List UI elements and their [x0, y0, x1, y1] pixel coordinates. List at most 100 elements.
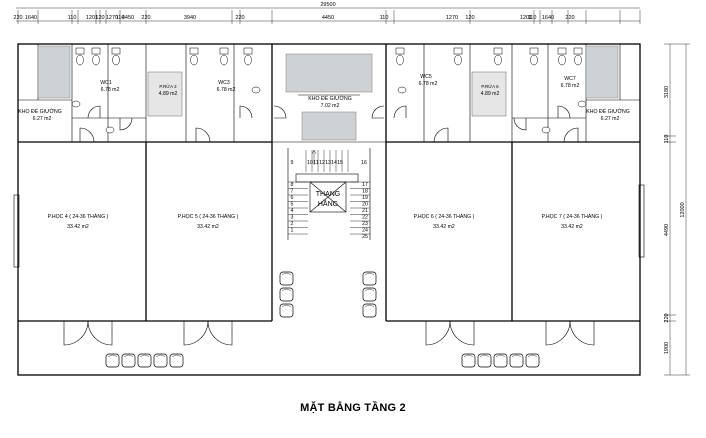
stair-step-number: 20 [362, 202, 368, 208]
room-class7-name: P.HỌC 7 ( 24-36 THÁNG ) [542, 213, 603, 220]
room-wc3-area: 6.78 m2 [217, 87, 236, 93]
top-dim-label: 1201 [86, 15, 98, 21]
toilet-icon [75, 47, 85, 66]
stair-step-number: 5 [291, 202, 294, 208]
top-dim-label: 220 [141, 15, 150, 21]
stair-step-number: 4 [291, 208, 294, 214]
stair-step-number: 22 [362, 215, 368, 221]
room-class4-name: P.HỌC 4 ( 24-36 THÁNG ) [48, 213, 109, 220]
chairs [105, 271, 540, 368]
top-dim-label: 110 [116, 15, 125, 21]
top-dim-label: 1640 [542, 15, 554, 21]
stair-step-number: 24 [362, 228, 368, 234]
stair-step-number: 1 [291, 228, 294, 234]
storage-hatching [37, 45, 619, 141]
stair-step-number: 17 [362, 182, 368, 188]
room-storage-right-area: 6.27 m2 [601, 116, 620, 122]
toilet-icon [557, 47, 567, 66]
stair-step-number: 23 [362, 221, 368, 227]
overall-dimension: 29500 [320, 2, 335, 8]
stair-step-number: 16 [361, 160, 367, 166]
chair-icon [362, 303, 377, 318]
basin-icon [105, 126, 115, 134]
right-dim-5: 1900 [664, 342, 670, 354]
chair-icon [137, 353, 152, 368]
toilet-icon [529, 47, 539, 66]
room-storage-left-name: KHO ĐỂ GIƯỜNG [18, 108, 61, 115]
top-dim-label: 220 [13, 15, 22, 21]
chair-icon [169, 353, 184, 368]
room-class7-area: 33.42 m2 [561, 224, 583, 230]
room-class5-area: 33.42 m2 [197, 224, 219, 230]
basin-icon [577, 100, 587, 108]
chair-icon [105, 353, 120, 368]
chair-icon [279, 303, 294, 318]
chair-icon [493, 353, 508, 368]
top-dim-label: 110 [68, 15, 77, 21]
chair-icon [362, 271, 377, 286]
stair-step-number: 8 [291, 182, 294, 188]
stair-label-2: HẦNG [318, 198, 338, 208]
room-storage-center-name: KHO ĐỂ GIƯỜNG [308, 95, 351, 102]
stair-step-number: 15 [337, 160, 343, 166]
stair-step-number: 9 [291, 160, 294, 166]
room-wc1-area: 6.78 m2 [101, 87, 120, 93]
stair-step-number: 18 [362, 189, 368, 195]
toilet-icon [573, 47, 583, 66]
room-class6-name: P.HỌC 6 ( 24-36 THÁNG ) [414, 213, 475, 220]
top-dim-label: 220 [565, 15, 574, 21]
right-dim-total: 12000 [680, 202, 686, 217]
chair-icon [477, 353, 492, 368]
chair-icon [461, 353, 476, 368]
room-class4-area: 33.42 m2 [67, 224, 89, 230]
stair-step-number: 6 [291, 195, 294, 201]
right-dim-3: 4490 [664, 224, 670, 236]
toilet-icon [219, 47, 229, 66]
top-dim-label: 3940 [184, 15, 196, 21]
side-windows [13, 184, 645, 268]
basin-icon [71, 100, 81, 108]
room-labels: KHO ĐỂ GIƯỜNG 6.27 m2 WC1 6.78 m2 P.RỬA … [18, 74, 629, 230]
chair-icon [525, 353, 540, 368]
toilet-icon [91, 47, 101, 66]
top-dim-label: 4450 [322, 15, 334, 21]
top-dim-label: 1640 [25, 15, 37, 21]
top-dim-label: 110 [528, 15, 537, 21]
basin-icon [541, 126, 551, 134]
toilet-icon [453, 47, 463, 66]
room-storage-center-area: 7.02 m2 [321, 103, 340, 109]
stair-step-number: 14 [331, 160, 337, 166]
doors [63, 105, 595, 346]
stair-step-number: 21 [362, 208, 368, 214]
toilet-icon [243, 47, 253, 66]
sanitary-fixtures [71, 47, 587, 134]
stair-step-number: 19 [362, 195, 368, 201]
room-wc7-name: WC7 [564, 76, 576, 82]
top-dim-label: 4450 [122, 15, 134, 21]
chair-icon [121, 353, 136, 368]
stair-step-number: 25 [362, 234, 368, 240]
room-wc6-area: 4.89 m2 [481, 91, 500, 97]
room-class6-area: 33.42 m2 [433, 224, 455, 230]
room-wc6-name: P.RỬA 6 [481, 83, 499, 89]
toilet-icon [395, 47, 405, 66]
top-dim-label: 1270 [106, 15, 118, 21]
room-wc2-area: 4.89 m2 [159, 91, 178, 97]
room-wc2-name: P.RỬA 2 [159, 83, 177, 89]
basin-icon [397, 86, 407, 94]
right-dim-2: 110 [664, 135, 670, 144]
building-walls [17, 43, 641, 376]
basin-icon [251, 86, 261, 94]
toilet-icon [493, 47, 503, 66]
toilet-icon [111, 47, 121, 66]
chair-icon [279, 287, 294, 302]
chair-icon [362, 287, 377, 302]
room-storage-left-area: 6.27 m2 [33, 116, 52, 122]
top-dim-label: 1270 [446, 15, 458, 21]
top-dim-label: 120 [95, 15, 104, 21]
stair-step-number: 3 [291, 215, 294, 221]
stair-step-number: 13 [325, 160, 331, 166]
stair-step-number: 12 [319, 160, 325, 166]
